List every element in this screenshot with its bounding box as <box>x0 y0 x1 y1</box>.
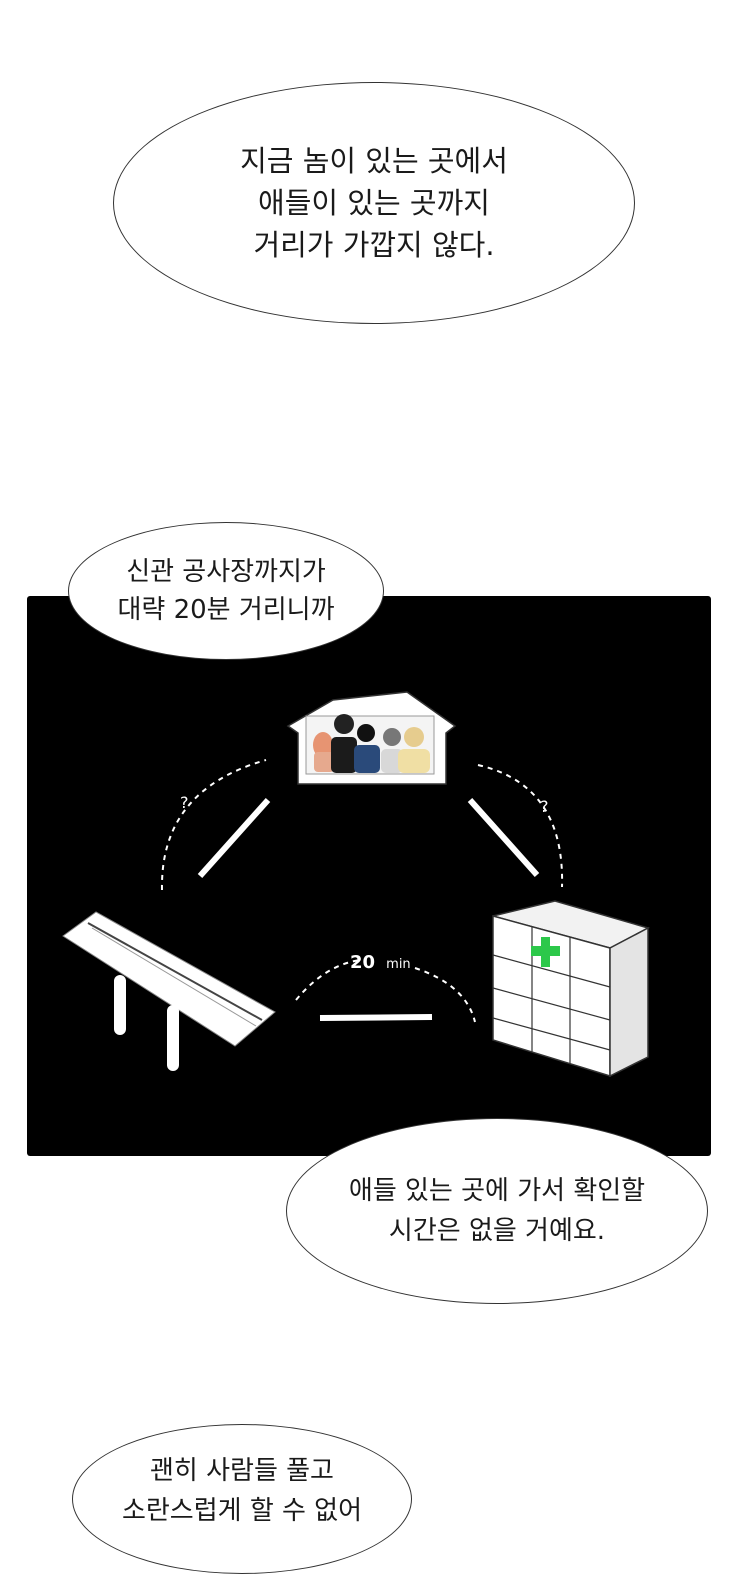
speech-text: 신관 공사장까지가 대략 20분 거리니까 <box>117 553 334 629</box>
distance-unit: min <box>386 957 411 972</box>
line-house-bench <box>197 797 271 879</box>
speech-line: 애들이 있는 곳까지 <box>258 186 490 220</box>
connection-lines <box>197 797 540 1021</box>
distance-label: 20 min <box>350 952 411 973</box>
speech-line: 괜히 사람들 풀고 <box>150 1456 334 1486</box>
speech-text: 애들 있는 곳에 가서 확인할 시간은 없을 거예요. <box>349 1171 645 1251</box>
speech-bubble-panel-top: 신관 공사장까지가 대략 20분 거리니까 <box>68 522 384 660</box>
speech-line: 신관 공사장까지가 <box>126 557 326 587</box>
map-diagram-panel: ? ? 20 min <box>27 596 711 1156</box>
left-question-mark: ? <box>180 793 189 812</box>
speech-line: 거리가 가깝지 않다. <box>253 228 495 262</box>
speech-bubble-panel-bottom: 애들 있는 곳에 가서 확인할 시간은 없을 거예요. <box>286 1118 708 1304</box>
speech-line: 지금 놈이 있는 곳에서 <box>240 144 508 178</box>
bench-icon <box>62 911 276 1071</box>
speech-line: 애들 있는 곳에 가서 확인할 <box>348 1176 646 1206</box>
arc-right <box>477 764 564 888</box>
speech-line: 시간은 없을 거예요. <box>388 1216 606 1246</box>
arc-bottom-right <box>414 967 476 1023</box>
speech-line: 대략 20분 거리니까 <box>117 595 335 625</box>
speech-line: 소란스럽게 할 수 없어 <box>121 1496 363 1526</box>
speech-bubble-top: 지금 놈이 있는 곳에서 애들이 있는 곳까지 거리가 가깝지 않다. <box>113 82 635 324</box>
arc-left <box>160 759 267 891</box>
house-with-people-icon <box>286 691 457 785</box>
pharmacy-building-icon <box>492 900 650 1078</box>
distance-value: 20 <box>350 952 375 973</box>
speech-bubble-bottom: 괜히 사람들 풀고 소란스럽게 할 수 없어 <box>72 1424 412 1574</box>
line-bench-pharmacy <box>319 1014 433 1021</box>
line-house-pharmacy <box>467 798 540 877</box>
dashed-arcs <box>160 759 564 1023</box>
arc-bottom-left <box>295 959 361 1001</box>
people-group <box>313 714 430 773</box>
distance-diagram: ? ? 20 min <box>62 691 650 1078</box>
speech-text: 지금 놈이 있는 곳에서 애들이 있는 곳까지 거리가 가깝지 않다. <box>240 140 508 266</box>
speech-text: 괜히 사람들 풀고 소란스럽게 할 수 없어 <box>122 1451 362 1531</box>
green-cross-icon <box>531 937 560 967</box>
right-question-mark: ? <box>540 797 549 816</box>
